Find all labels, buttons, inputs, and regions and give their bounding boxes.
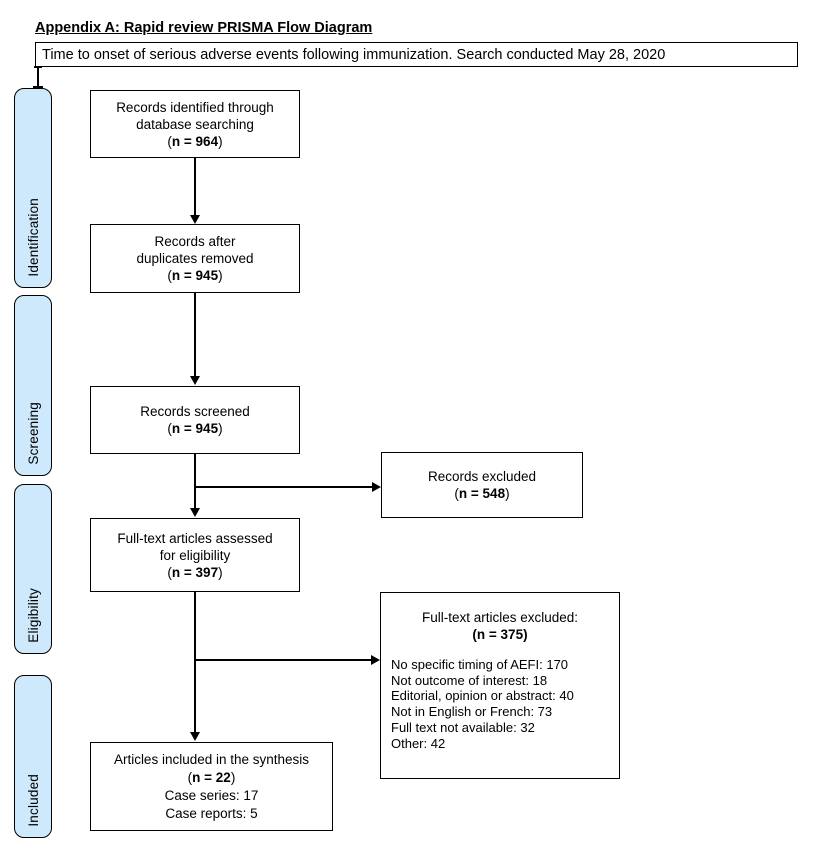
- box-line: for eligibility: [159, 547, 231, 563]
- box-count: (n = 22): [187, 769, 236, 785]
- box-line: Full-text articles excluded:: [421, 610, 579, 625]
- box-count: (n = 375): [472, 627, 528, 642]
- arrowhead-down-icon: [190, 508, 200, 517]
- exclusion-reason: Other: 42: [391, 735, 446, 751]
- arrowhead-right-icon: [371, 655, 380, 665]
- box-count: (n = 945): [167, 268, 223, 283]
- box-count: (n = 964): [167, 133, 223, 149]
- arrowhead-down-icon: [190, 215, 200, 224]
- stage-label-screening: Screening: [25, 402, 41, 465]
- connector-line: [37, 67, 39, 87]
- box-count: (n = 945): [167, 421, 223, 436]
- stage-label-eligibility: Eligibility: [25, 588, 41, 643]
- arrow-line: [194, 158, 196, 216]
- scope-note-text: Time to onset of serious adverse events …: [42, 46, 666, 63]
- flow-box-fulltext-excluded: Full-text articles excluded: (n = 375) N…: [380, 592, 620, 779]
- stage-included: Included: [14, 675, 52, 838]
- page-title: Appendix A: Rapid review PRISMA Flow Dia…: [35, 20, 373, 36]
- stage-screening: Screening: [14, 295, 52, 476]
- stage-eligibility: Eligibility: [14, 484, 52, 654]
- stage-label-identification: Identification: [25, 198, 41, 277]
- arrowhead-down-icon: [190, 376, 200, 385]
- arrow-line: [195, 659, 371, 661]
- box-line: database searching: [136, 116, 254, 132]
- exclusion-reason: Full text not available: 32: [391, 719, 535, 735]
- box-line: Articles included in the synthesis: [113, 751, 310, 767]
- flow-box-records-excluded: Records excluded (n = 548): [381, 452, 583, 518]
- flow-box-records-screened: Records screened (n = 945): [90, 386, 300, 454]
- stage-identification: Identification: [14, 88, 52, 288]
- box-line: Records excluded: [427, 469, 537, 484]
- flow-box-records-identified: Records identified through database sear…: [90, 90, 300, 158]
- box-line: Case reports: 5: [165, 805, 258, 821]
- arrowhead-down-icon: [190, 732, 200, 741]
- box-line: Records identified through: [116, 99, 274, 115]
- arrow-line: [194, 293, 196, 377]
- flow-box-included-synthesis: Articles included in the synthesis (n = …: [90, 742, 333, 831]
- box-count: (n = 397): [167, 564, 223, 580]
- box-line: Records after: [154, 234, 236, 249]
- exclusion-reasons-list: No specific timing of AEFI: 170 Not outc…: [381, 657, 619, 751]
- box-line: Full-text articles assessed: [117, 530, 273, 546]
- exclusion-reason: Not outcome of interest: 18: [391, 672, 548, 688]
- flow-box-fulltext-assessed: Full-text articles assessed for eligibil…: [90, 518, 300, 592]
- scope-note-box: Time to onset of serious adverse events …: [35, 42, 798, 67]
- flow-box-duplicates-removed: Records after duplicates removed (n = 94…: [90, 224, 300, 293]
- stage-label-included: Included: [25, 774, 41, 827]
- arrow-line: [195, 486, 372, 488]
- exclusion-reason: Editorial, opinion or abstract: 40: [391, 688, 574, 704]
- box-line: Records screened: [140, 404, 250, 419]
- arrowhead-right-icon: [372, 482, 381, 492]
- box-line: Case series: 17: [164, 787, 259, 803]
- box-count: (n = 548): [454, 486, 510, 501]
- box-line: duplicates removed: [136, 251, 254, 266]
- connector-bottom-cap: [33, 86, 43, 88]
- arrow-line: [194, 454, 196, 509]
- exclusion-reason: No specific timing of AEFI: 170: [391, 657, 569, 672]
- exclusion-reason: Not in English or French: 73: [391, 704, 553, 720]
- arrow-line: [194, 592, 196, 733]
